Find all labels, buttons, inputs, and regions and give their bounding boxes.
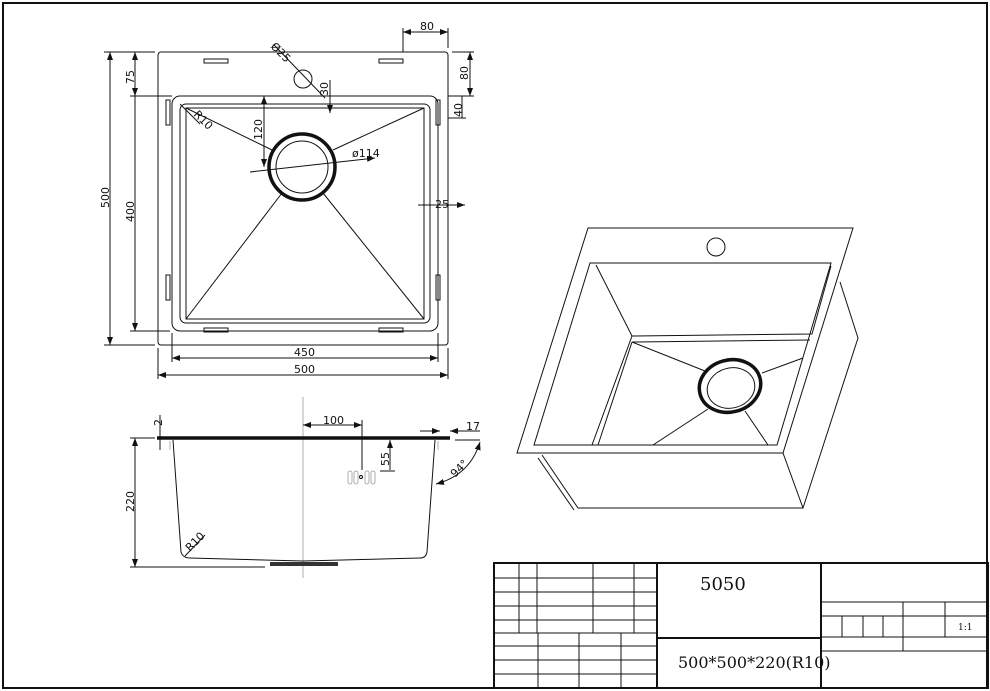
- side-view: 2 100 17 55 94° 220 R10: [124, 397, 481, 578]
- dim-75: 75: [124, 70, 137, 84]
- iso-drain: [697, 357, 763, 415]
- iso-tap-hole: [706, 237, 726, 257]
- size-spec: 500*500*220(R10): [678, 653, 831, 672]
- dim-500-vertical: 500: [99, 187, 112, 208]
- slot: [203, 327, 229, 333]
- dim-80-top: 80: [420, 20, 434, 33]
- dim-2: 2: [152, 419, 165, 426]
- bowl-inner: [179, 103, 431, 324]
- dim-100: 100: [323, 414, 344, 427]
- scale: 1:1: [958, 623, 972, 633]
- sink-outline: [157, 51, 449, 346]
- dim-220: 220: [124, 491, 137, 512]
- dim-40: 40: [452, 103, 465, 117]
- bowl-outer: [171, 95, 439, 332]
- dim-400: 400: [124, 201, 137, 222]
- title-block: 5050 500*500*220(R10) 1:1: [493, 562, 989, 689]
- tap-hole: [293, 69, 313, 89]
- dim-r10-bottom: R10: [183, 530, 207, 554]
- isometric-view: [516, 227, 859, 511]
- slot: [378, 327, 404, 333]
- dim-17: 17: [466, 420, 480, 433]
- dim-55: 55: [379, 452, 392, 466]
- dim-94-deg: 94°: [448, 457, 471, 480]
- dim-drain-dia: ø114: [352, 147, 380, 160]
- dim-r10: R10: [191, 108, 215, 132]
- slot: [378, 58, 404, 64]
- dim-80-right: 80: [458, 66, 471, 80]
- dim-120: 120: [252, 119, 265, 140]
- dim-25: 25: [435, 198, 449, 211]
- drain-bottom: [270, 562, 338, 566]
- dim-450: 450: [294, 346, 315, 359]
- bowl-profile: [172, 439, 436, 562]
- dim-30: 30: [318, 82, 331, 96]
- slot: [203, 58, 229, 64]
- dim-500-horizontal: 500: [294, 363, 315, 376]
- model-number: 5050: [700, 574, 746, 595]
- drain-outer: [267, 132, 337, 202]
- drain-inner: [275, 140, 329, 194]
- plan-view: 80 80 40 25 Ø25 30 R10 120 ø114 75 500 4…: [99, 20, 474, 379]
- iso-bowl-opening: [533, 262, 832, 446]
